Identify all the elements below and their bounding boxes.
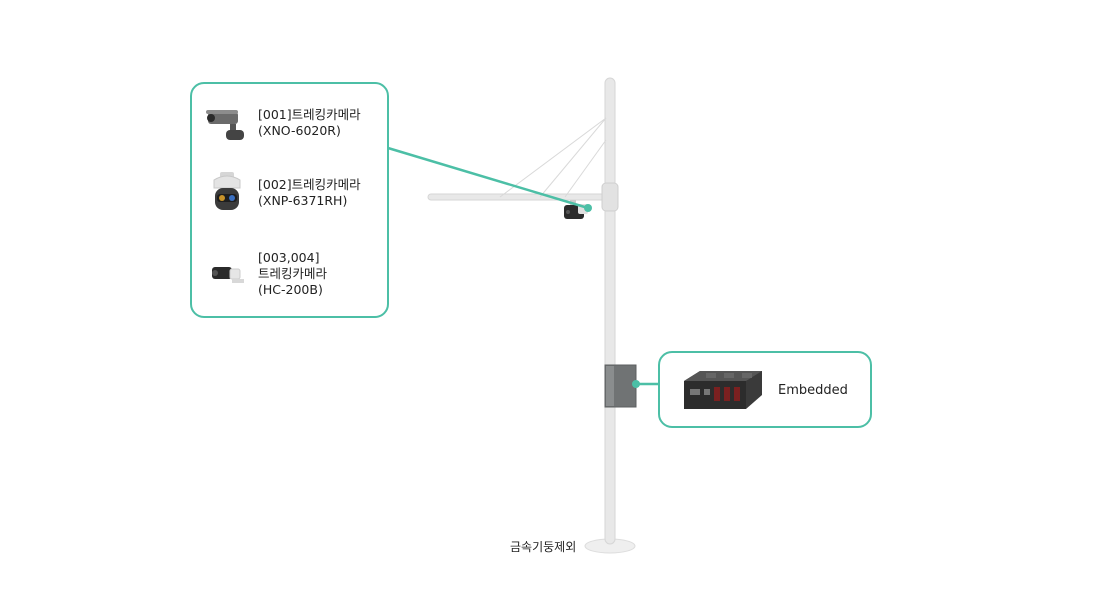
camera-label: [001]트레킹카메라 (XNO-6020R) (258, 107, 361, 139)
camera-model: (HC-200B) (258, 282, 323, 297)
camera-item: [003,004] 트레킹카메라 (HC-200B) (204, 250, 327, 298)
embedded-callout: Embedded (658, 351, 872, 428)
camera-label: [003,004] 트레킹카메라 (HC-200B) (258, 250, 327, 298)
camera-item: [001]트레킹카메라 (XNO-6020R) (204, 100, 361, 146)
arm-clamp (601, 182, 619, 212)
support-wire (539, 117, 607, 198)
bullet-camera-icon (206, 110, 244, 140)
embedded-label: Embedded (778, 382, 848, 398)
camera-label: [002]트레킹카메라 (XNP-6371RH) (258, 177, 361, 209)
cabinet-side (606, 366, 614, 406)
support-wire (564, 139, 607, 198)
camera-item: [002]트레킹카메라 (XNP-6371RH) (204, 170, 361, 216)
camera-id-label: [001]트레킹카메라 (258, 107, 361, 122)
camera-id-label: [003,004] (258, 250, 320, 265)
camera-id-label: [002]트레킹카메라 (258, 177, 361, 192)
camera-model: (XNP-6371RH) (258, 193, 348, 208)
embedded-item: Embedded (680, 365, 848, 415)
pole-label: 금속기둥제외 (510, 540, 577, 554)
camera-name: 트레킹카메라 (258, 266, 328, 281)
embedded-controller-icon (684, 371, 762, 409)
support-wire (499, 117, 607, 198)
ptz-dome-camera-icon (213, 172, 241, 210)
camera-connector-line (387, 146, 589, 210)
horizontal-arm (427, 193, 609, 201)
camera-connector-dot (584, 204, 592, 212)
camera-model: (XNO-6020R) (258, 123, 341, 138)
embedded-connector-dot (632, 380, 640, 388)
small-bullet-camera-icon (212, 267, 244, 283)
camera-list-callout: [001]트레킹카메라 (XNO-6020R) [002]트레킹카메라 (XNP… (190, 82, 389, 318)
vertical-pole (604, 77, 616, 545)
